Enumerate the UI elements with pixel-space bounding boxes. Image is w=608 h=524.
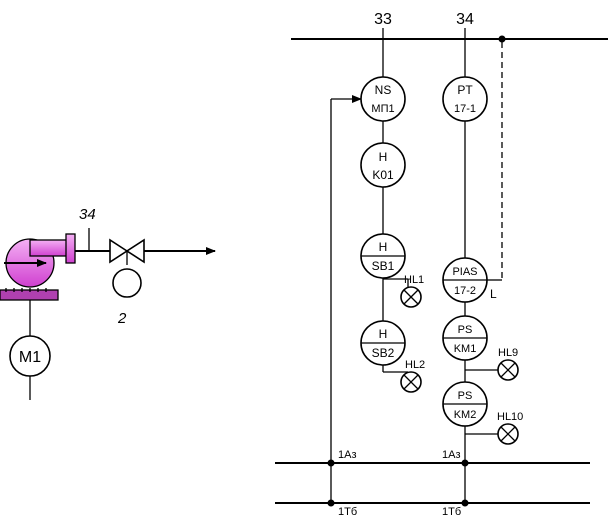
svg-text:HL2: HL2 xyxy=(405,359,425,371)
svg-text:HL1: HL1 xyxy=(404,274,424,286)
valve-icon xyxy=(109,238,145,298)
svg-text:МП1: МП1 xyxy=(371,103,394,115)
svg-text:H: H xyxy=(379,240,388,254)
svg-text:H: H xyxy=(379,327,388,341)
lamp-hl1: HL1 xyxy=(383,274,424,308)
svg-text:KM1: KM1 xyxy=(454,343,477,355)
motor-label: M1 xyxy=(19,349,41,366)
pias-limit-label: L xyxy=(490,287,497,301)
svg-text:H: H xyxy=(379,150,388,164)
bus-label-1az-left: 1Аз xyxy=(338,449,357,461)
svg-text:PIAS: PIAS xyxy=(452,266,477,278)
instrument-pias-17-2: PIAS 17-2 xyxy=(442,257,488,303)
valve-number: 2 xyxy=(117,310,127,327)
pump-icon xyxy=(0,233,76,301)
svg-text:PS: PS xyxy=(458,390,473,402)
svg-text:K01: K01 xyxy=(372,168,394,182)
motor-icon: M1 xyxy=(9,335,51,377)
process-equipment: 34 2 M1 xyxy=(0,206,216,400)
svg-text:NS: NS xyxy=(375,83,392,97)
instrument-ps-km2: PS KM2 xyxy=(442,381,488,427)
instrument-pt-17-1: PT 17-1 xyxy=(442,76,488,122)
terminal-33-label: 33 xyxy=(374,11,392,28)
pipe-point-label: 34 xyxy=(79,206,96,223)
svg-text:SB2: SB2 xyxy=(372,346,395,360)
lamp-hl2: HL2 xyxy=(382,359,425,393)
svg-text:SB1: SB1 xyxy=(372,259,395,273)
svg-text:PS: PS xyxy=(458,324,473,336)
instrument-ps-km1: PS KM1 xyxy=(442,315,488,361)
instrument-h-sb2: H SB2 xyxy=(360,320,406,366)
bus-label-1tb-right: 1Тб xyxy=(442,506,461,518)
lamp-hl10: HL10 xyxy=(465,411,523,445)
bus-label-1az-right: 1Аз xyxy=(442,449,461,461)
instrument-h-sb1: H SB1 xyxy=(360,233,406,279)
svg-text:PT: PT xyxy=(457,83,473,97)
terminal-34-label: 34 xyxy=(456,11,474,28)
svg-text:17-2: 17-2 xyxy=(454,285,476,297)
instrument-h-k01: H K01 xyxy=(360,142,406,188)
control-circuit: 33 34 1Аз 1Аз 1Тб 1Тб xyxy=(275,11,608,518)
bus-label-1tb-left: 1Тб xyxy=(338,506,357,518)
svg-text:HL10: HL10 xyxy=(497,411,523,423)
svg-text:KM2: KM2 xyxy=(454,409,477,421)
svg-text:17-1: 17-1 xyxy=(454,103,476,115)
svg-text:HL9: HL9 xyxy=(498,347,518,359)
lamp-hl9: HL9 xyxy=(465,347,519,381)
instrument-ns-mp1: NS МП1 xyxy=(360,76,406,122)
